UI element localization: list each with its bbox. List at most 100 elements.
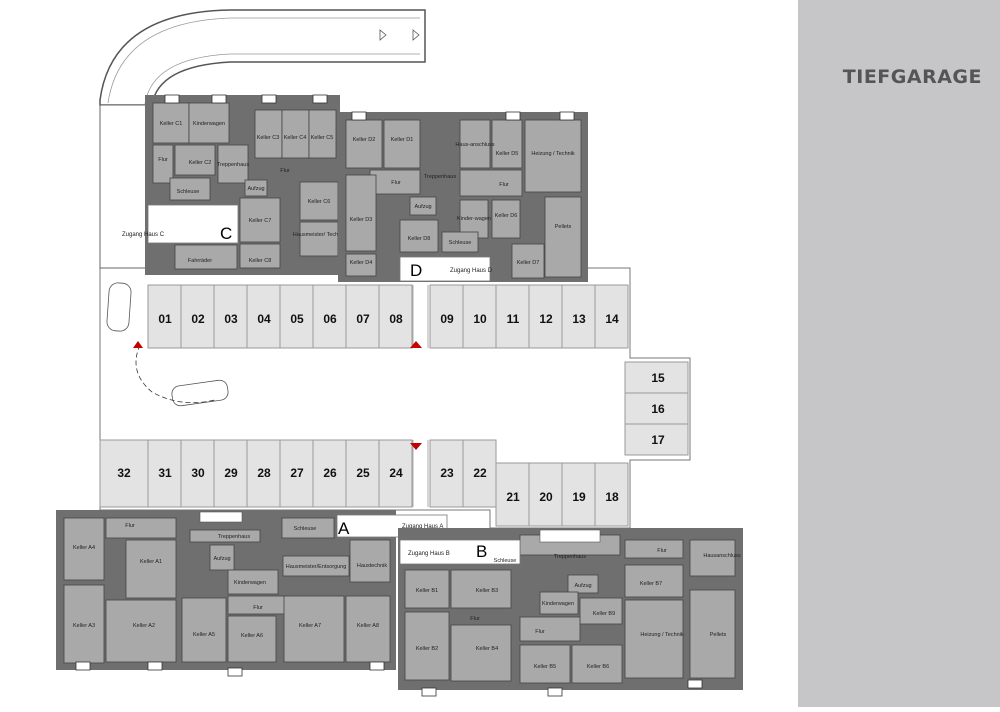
room-label: Keller B6 [587, 664, 609, 670]
parking-slot-24 [378, 439, 413, 508]
room-label: Flur [125, 523, 135, 529]
room-label: Keller D1 [391, 137, 414, 143]
room-label: Heizung / Technik [531, 151, 575, 157]
parking-slot-04 [246, 284, 281, 349]
room-label: Keller C3 [257, 135, 280, 141]
slot-label: 24 [389, 466, 403, 480]
slot-label: 07 [356, 312, 370, 326]
room-label: Keller C7 [249, 218, 272, 224]
slot-label: 19 [572, 490, 586, 504]
slot-label: 18 [605, 490, 619, 504]
room-label: Keller D7 [517, 260, 540, 266]
slot-label: 03 [224, 312, 238, 326]
entrance-c-label: Zugang Haus C [122, 232, 165, 238]
parking-slot-02 [180, 284, 215, 349]
parking-slot-22 [462, 439, 497, 508]
walkway [133, 285, 429, 507]
slot-label: 02 [191, 312, 205, 326]
parking-slot-13 [561, 284, 596, 349]
slot-label: 21 [506, 490, 520, 504]
floor-plan-drawing: 01 02 03 04 05 06 07 08 09 10 11 12 13 1… [56, 9, 743, 697]
room-label: Kinderwagen [193, 121, 225, 127]
room-label: Keller B7 [640, 581, 662, 587]
room-label: Schleuse [177, 189, 200, 195]
room-label: Keller A4 [73, 545, 95, 551]
room-label: Keller C8 [249, 258, 272, 264]
room-label: Haustechnik [357, 563, 388, 569]
parking-slot-21 [495, 462, 530, 527]
slot-label: 16 [651, 402, 665, 416]
building-d: Keller D2 Keller D1 Haus-anschluss Kelle… [338, 112, 588, 282]
entrance-a-label: Zugang Haus A [402, 524, 443, 530]
parking-slot-15 [624, 361, 689, 394]
slot-label: 22 [473, 466, 487, 480]
parking-row-bottom: 32 31 30 29 28 27 26 25 24 23 22 [99, 439, 497, 508]
room-label: Aufzug [574, 583, 591, 589]
parking-slot-14 [594, 284, 629, 349]
room-label: Flur [253, 605, 263, 611]
parking-row-top: 01 02 03 04 05 06 07 08 09 10 11 12 13 1… [147, 284, 629, 349]
entrance-c-letter: C [220, 224, 232, 243]
room-label: Keller B9 [593, 611, 615, 617]
slot-label: 09 [440, 312, 454, 326]
sidebar-panel: TIEFGARAGE [798, 0, 1000, 707]
slot-label: 20 [539, 490, 553, 504]
parking-slot-17 [624, 423, 689, 456]
light-shafts [75, 94, 703, 697]
room-label: Keller C2 [189, 160, 212, 166]
building-b: Schleuse Treppenhaus Flur Hausanschluss … [398, 528, 743, 690]
room-label: Schleuse [294, 526, 317, 532]
room-label: Keller B5 [534, 664, 556, 670]
room-label: Flur [657, 548, 667, 554]
room-label: Aufzug [213, 556, 230, 562]
slot-label: 31 [158, 466, 172, 480]
parking-slot-26 [312, 439, 347, 508]
slot-label: 13 [572, 312, 586, 326]
room-label: Flur [499, 182, 509, 188]
room-label: Keller A5 [193, 632, 215, 638]
slot-label: 30 [191, 466, 205, 480]
slot-label: 12 [539, 312, 553, 326]
room-label: Keller A6 [241, 633, 263, 639]
slot-label: 15 [651, 371, 665, 385]
parking-slot-12 [528, 284, 563, 349]
room-label: Keller D8 [408, 236, 431, 242]
parking-slot-18 [594, 462, 629, 527]
parking-row-bottom-right: 21 20 19 18 [495, 462, 629, 527]
room-label: Flur [391, 180, 401, 186]
room-label: Fahrräder [188, 258, 212, 264]
entrance-a-letter: A [338, 519, 350, 538]
parking-slot-29 [213, 439, 248, 508]
slot-label: 11 [507, 312, 520, 326]
room-label: Schleuse [449, 240, 472, 246]
parking-slot-32 [99, 439, 149, 508]
room-label: Hausanschluss [703, 553, 741, 559]
slot-label: 17 [651, 433, 665, 447]
room-label: Aufzug [414, 204, 431, 210]
room-label: Treppenhaus [217, 162, 249, 168]
room-label: Kinderwagen [542, 601, 574, 607]
exit-marker-icon [133, 341, 143, 348]
room-label: Flur [158, 157, 168, 163]
parking-slot-31 [147, 439, 182, 508]
parking-slot-16 [624, 392, 689, 425]
slot-label: 23 [440, 466, 454, 480]
room-label: Keller D3 [350, 217, 373, 223]
exit-marker-icon [410, 443, 422, 450]
parking-slot-01 [147, 284, 182, 349]
room-label: Treppenhaus [554, 554, 586, 560]
room-label: Kinderwagen [234, 580, 266, 586]
room-label: Treppenhaus [218, 534, 250, 540]
parking-slot-09 [429, 284, 464, 349]
slot-label: 01 [158, 312, 172, 326]
room-label: Flur [280, 168, 290, 174]
entrance-d-label: Zugang Haus D [450, 268, 493, 274]
room-label: Keller B4 [476, 646, 498, 652]
room-label: Keller B2 [416, 646, 438, 652]
slot-label: 10 [473, 312, 487, 326]
slot-label: 06 [323, 312, 337, 326]
slot-label: 08 [389, 312, 403, 326]
parking-slot-25 [345, 439, 380, 508]
slot-label: 04 [257, 312, 271, 326]
slot-label: 25 [356, 466, 370, 480]
